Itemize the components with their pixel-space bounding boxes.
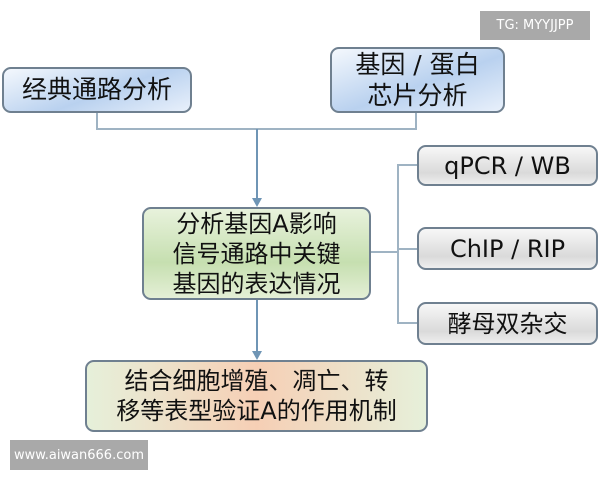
node-label: 经典通路分析 (21, 75, 172, 105)
node-label: 基因 / 蛋白 (355, 49, 480, 79)
node-chip-analysis: 基因 / 蛋白 芯片分析 (330, 47, 505, 113)
node-label: 分析基因A影响 (176, 209, 337, 238)
merge-connector (96, 112, 417, 130)
node-label: 移等表型验证A的作用机制 (116, 397, 397, 425)
node-method-yeast-two-hybrid: 酵母双杂交 (417, 302, 598, 345)
arrowhead-icon (252, 351, 262, 360)
watermark-top: TG: MYYJJPP (480, 11, 590, 40)
node-method-qpcr-wb: qPCR / WB (417, 145, 598, 186)
node-label: 信号通路中关键 (172, 239, 341, 268)
node-label: 芯片分析 (367, 81, 468, 110)
node-label: 基因的表达情况 (172, 269, 341, 298)
node-label: 结合细胞增殖、凋亡、转 (124, 367, 389, 395)
node-method-chip-rip: ChIP / RIP (417, 227, 598, 270)
node-classic-pathway: 经典通路分析 (2, 67, 192, 113)
node-center-analysis: 分析基因A影响 信号通路中关键 基因的表达情况 (142, 207, 371, 300)
node-phenotype-validation: 结合细胞增殖、凋亡、转 移等表型验证A的作用机制 (85, 360, 428, 432)
arrowhead-icon (252, 198, 262, 207)
node-label: ChIP / RIP (449, 234, 566, 263)
node-label: qPCR / WB (444, 151, 571, 180)
watermark-bottom: www.aiwan666.com (10, 440, 148, 470)
bracket-connector (397, 164, 417, 324)
node-label: 酵母双杂交 (447, 309, 568, 338)
